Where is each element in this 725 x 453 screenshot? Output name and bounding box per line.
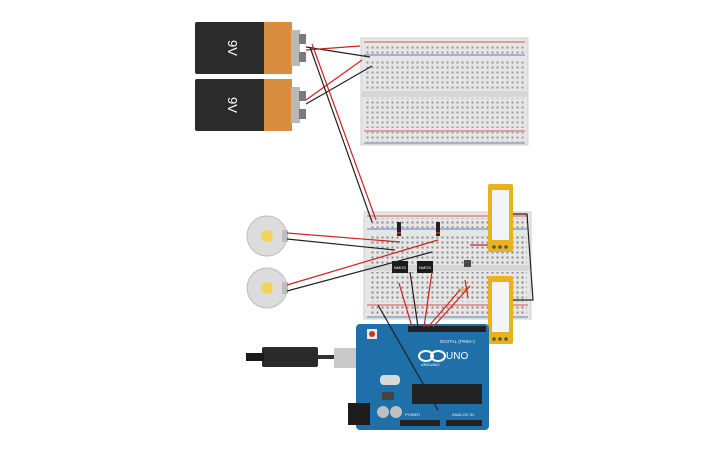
push-button[interactable] (464, 260, 471, 267)
analog-header[interactable] (446, 420, 482, 426)
motor-shaft-icon (261, 282, 273, 294)
arduino-uno[interactable]: DIGITAL (PWM~) UNO ARDUINO POWER ANALOG … (348, 324, 489, 430)
digital-header-label: DIGITAL (PWM~) (440, 339, 475, 344)
capacitor-icon (390, 406, 402, 418)
mosfet-label: NMOS (419, 265, 431, 270)
diode-1[interactable] (397, 222, 401, 236)
resistor[interactable] (458, 288, 468, 292)
power-jack[interactable] (348, 403, 370, 425)
arduino-logo-icon (418, 350, 446, 362)
usb-plug[interactable] (262, 347, 318, 367)
battery-terminal-icon (299, 52, 306, 62)
power-header[interactable] (400, 420, 440, 426)
battery-1[interactable]: 9V (195, 22, 306, 74)
digital-header[interactable] (408, 326, 486, 332)
battery-terminal-icon (299, 91, 306, 101)
mosfet-1[interactable]: NMOS (392, 261, 408, 273)
power-header-label: POWER (405, 412, 420, 417)
battery-label: 9V (225, 97, 240, 113)
microcontroller-chip (412, 384, 482, 404)
usb-cable-end (246, 353, 264, 361)
usb-cable[interactable] (246, 347, 356, 368)
diode-2[interactable] (436, 222, 440, 236)
reset-button-cap-icon (369, 331, 375, 337)
sensor-1[interactable] (488, 184, 513, 252)
crystal (380, 375, 400, 385)
voltage-regulator (382, 392, 394, 400)
usb-b-connector (334, 348, 356, 368)
arduino-brand-label: ARDUINO (421, 362, 439, 367)
dc-motor-1[interactable] (246, 215, 288, 257)
sensor-2[interactable] (488, 276, 513, 344)
wires (286, 43, 534, 411)
dc-motor-2[interactable] (246, 267, 288, 309)
analog-header-label: ANALOG IN (452, 412, 474, 417)
mosfet-2[interactable]: NMOS (417, 261, 433, 273)
mosfet-label: NMOS (394, 265, 406, 270)
battery-2[interactable]: 9V (195, 79, 306, 131)
motor-shaft-icon (261, 230, 273, 242)
capacitor-icon (377, 406, 389, 418)
arduino-model-label: UNO (446, 351, 468, 362)
breadboard-top[interactable] (360, 37, 529, 146)
battery-terminal-icon (299, 109, 306, 119)
battery-label: 9V (225, 40, 240, 56)
battery-terminal-icon (299, 34, 306, 44)
